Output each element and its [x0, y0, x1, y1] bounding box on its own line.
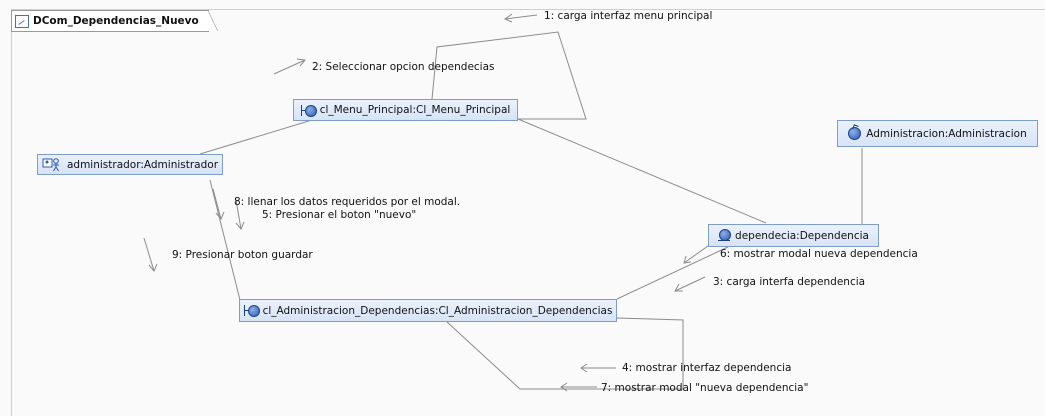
link-dependencia-admindep [616, 246, 729, 300]
arrow-msg1 [503, 13, 538, 23]
node-dependencia-label: dependecia:Dependencia [735, 229, 869, 242]
message-2: 2: Seleccionar opcion dependecias [312, 61, 495, 73]
link-admin-menu [199, 119, 313, 155]
node-menu-principal-label: cl_Menu_Principal:Cl_Menu_Principal [319, 104, 511, 116]
link-admindep-self [446, 317, 684, 390]
control-icon [848, 127, 862, 140]
message-1: 1: carga interfaz menu principal [544, 10, 713, 22]
node-administracion[interactable]: Administracion:Administracion [837, 120, 1038, 147]
arrow-msg7 [560, 382, 597, 392]
arrow-msg6 [683, 245, 709, 264]
boundary-icon [300, 104, 317, 117]
message-8: 8: llenar los datos requeridos por el mo… [234, 196, 461, 208]
message-7: 7: mostrar modal "nueva dependencia" [601, 382, 809, 394]
message-4: 4: mostrar interfaz dependencia [622, 362, 792, 374]
link-menu-dependencia [517, 118, 767, 224]
node-admin-dependencias[interactable]: cl_Administracion_Dependencias:Cl_Admini… [239, 299, 617, 322]
link-admin-admindep [209, 179, 241, 301]
message-5: 5: Presionar el boton "nuevo" [262, 209, 417, 221]
node-menu-principal[interactable]: cl_Menu_Principal:Cl_Menu_Principal [293, 99, 518, 121]
frame-border-left [11, 9, 12, 416]
boundary-icon [243, 305, 260, 317]
link-menu-self [431, 31, 587, 120]
node-dependencia[interactable]: dependecia:Dependencia [708, 224, 879, 247]
frame-title-tab: DCom_Dependencias_Nuevo [11, 10, 218, 32]
arrow-msg3 [674, 276, 706, 292]
arrow-msg5 [235, 199, 245, 230]
node-admin-actor-label: administrador:Administrador [66, 158, 219, 171]
arrow-msg9 [143, 237, 158, 272]
frame-title: DCom_Dependencias_Nuevo [33, 15, 199, 27]
arrow-msg8 [212, 188, 225, 220]
collaboration-diagram-icon [15, 14, 29, 28]
node-admin-dependencias-label: cl_Administracion_Dependencias:Cl_Admini… [262, 304, 613, 317]
arrow-msg4 [580, 363, 616, 373]
node-admin-actor[interactable]: administrador:Administrador [37, 154, 223, 175]
message-3: 3: carga interfa dependencia [713, 276, 866, 288]
entity-icon [718, 229, 732, 242]
message-9: 9: Presionar boton guardar [172, 249, 313, 261]
message-6: 6: mostrar modal nueva dependencia [720, 248, 918, 260]
actor-icon [42, 157, 62, 172]
arrow-msg2 [273, 58, 306, 75]
frame-border-top [11, 9, 1045, 10]
node-administracion-label: Administracion:Administracion [866, 127, 1027, 140]
